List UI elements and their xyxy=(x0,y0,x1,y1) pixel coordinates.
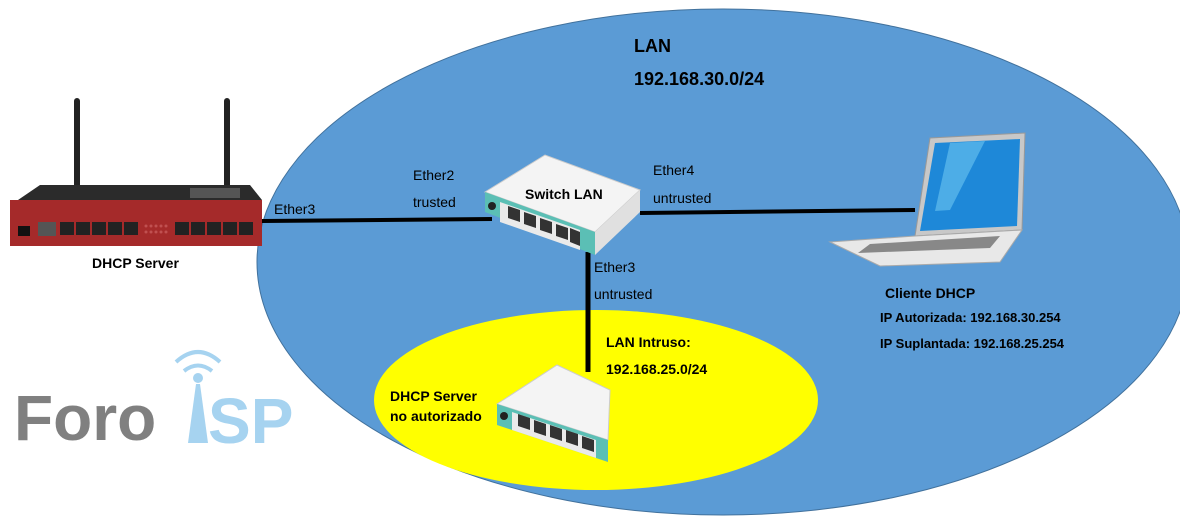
switch-port-right-status: untrusted xyxy=(653,190,711,206)
switch-port-right-name: Ether4 xyxy=(653,162,694,178)
intruder-lan-name: LAN Intruso: xyxy=(606,334,691,350)
router-label: DHCP Server xyxy=(92,255,179,271)
rogue-server-label-2: no autorizado xyxy=(390,408,482,424)
link-router-switch xyxy=(261,217,493,223)
router-port-label: Ether3 xyxy=(274,201,315,217)
logo-text-foro: Foro xyxy=(14,382,156,454)
antenna-i-icon xyxy=(174,350,222,443)
rogue-server-label-1: DHCP Server xyxy=(390,388,477,404)
switch-label: Switch LAN xyxy=(525,186,603,202)
router-icon xyxy=(10,98,262,246)
client-ip-authorized: IP Autorizada: 192.168.30.254 xyxy=(880,310,1061,325)
switch-port-down-name: Ether3 xyxy=(594,259,635,275)
logo-text-sp: SP xyxy=(208,385,293,457)
switch-port-left-name: Ether2 xyxy=(413,167,454,183)
link-switch-client xyxy=(639,208,916,215)
client-label: Cliente DHCP xyxy=(885,285,975,301)
intruder-lan-subnet: 192.168.25.0/24 xyxy=(606,361,707,377)
rogue-server-icon xyxy=(495,364,611,462)
switch-port-left-status: trusted xyxy=(413,194,456,210)
lan-subnet: 192.168.30.0/24 xyxy=(634,69,764,89)
foroisp-logo: Foro SP xyxy=(14,350,293,457)
laptop-icon xyxy=(828,132,1026,267)
lan-name: LAN xyxy=(634,36,671,56)
switch-icon xyxy=(483,154,641,255)
client-ip-spoofed: IP Suplantada: 192.168.25.254 xyxy=(880,336,1065,351)
switch-port-down-status: untrusted xyxy=(594,286,652,302)
